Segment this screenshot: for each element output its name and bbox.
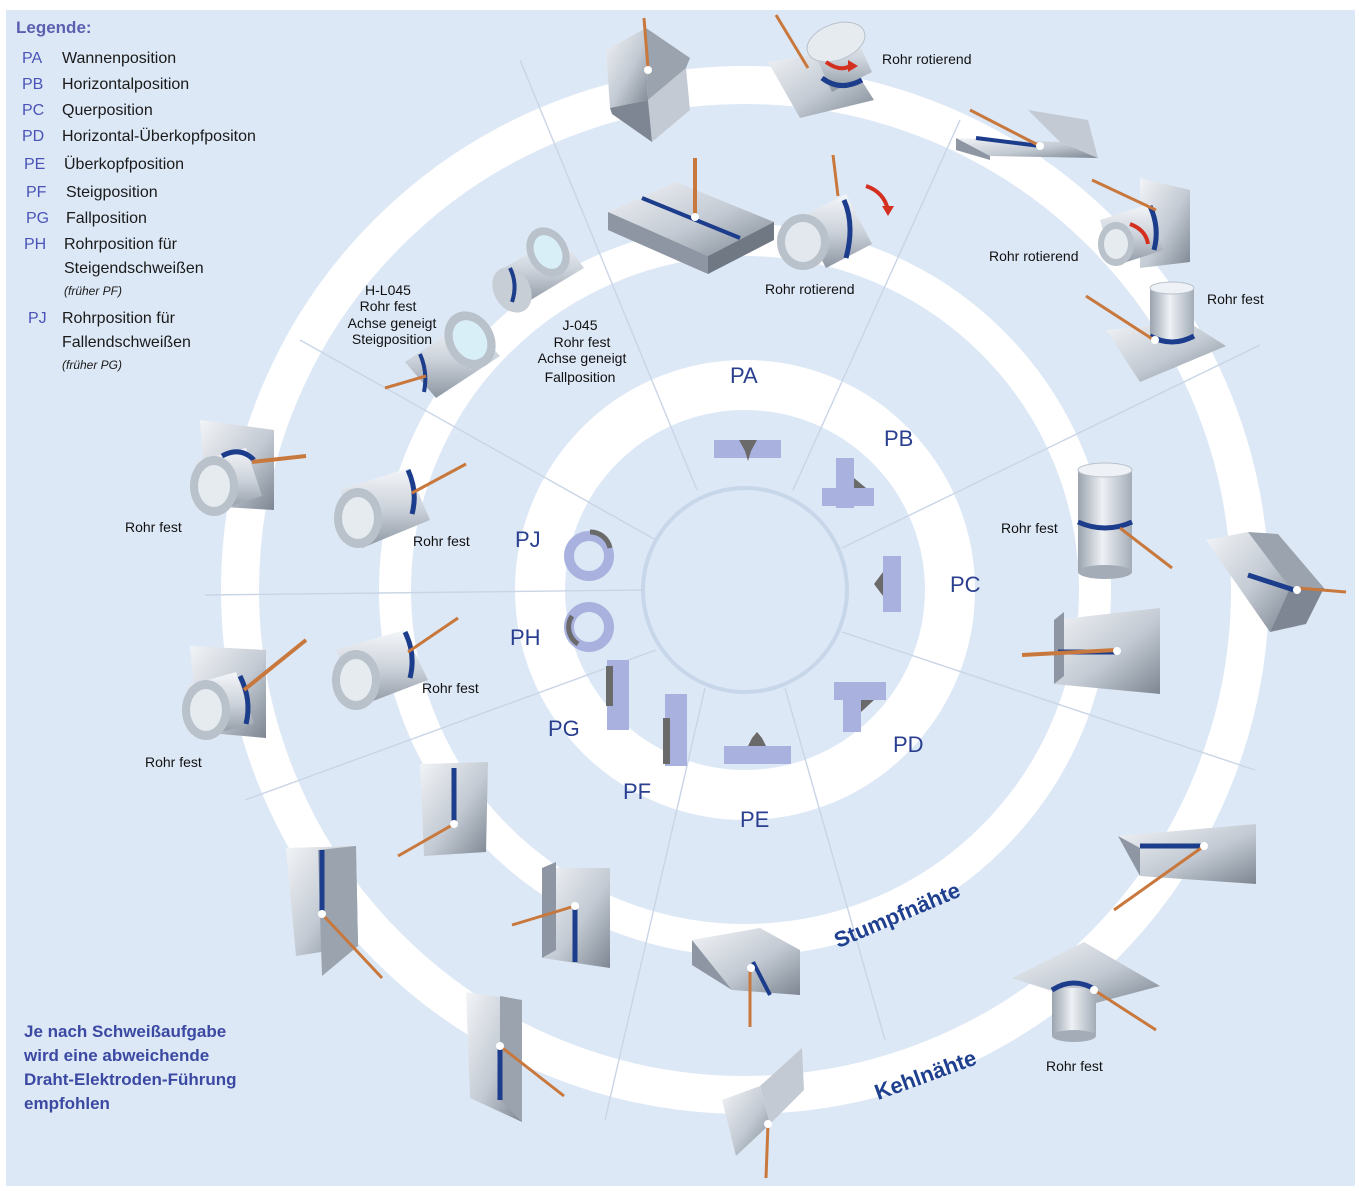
section-pc [874, 556, 901, 612]
electrode-guidance-note: Je nach Schweißaufgabe wird eine abweich… [24, 1020, 324, 1116]
legend-text-pg: Fallposition [66, 210, 147, 227]
inner-ring [515, 360, 975, 820]
illustration-pipe-rotating-middle [777, 154, 894, 270]
svg-text:Achse geneigt: Achse geneigt [538, 350, 627, 366]
caption-pipe-fixed-pb: Rohr fest [1207, 291, 1264, 307]
note-line: Je nach Schweißaufgabe [24, 1022, 227, 1041]
legend-text-pd: Horizontal-Überkopfpositon [62, 128, 256, 145]
illustration-butt-pe [692, 928, 800, 1027]
note-line: wird eine abweichende [24, 1046, 210, 1065]
legend-code-pd: PD [22, 128, 45, 145]
position-label-pe: PE [740, 807, 769, 832]
position-label-ph: PH [510, 625, 541, 650]
svg-text:Achse geneigt: Achse geneigt [348, 315, 437, 331]
caption-j-045: J-045 Rohr fest Achse geneigt Fallpositi… [538, 317, 627, 385]
illustration-pipe-fixed-pb [1085, 281, 1226, 382]
position-label-pg: PG [548, 716, 580, 741]
legend-note-pj: (früher PG) [62, 358, 123, 372]
legend-text-ph-line2: Steigendschweißen [64, 260, 204, 277]
caption-pipe-rotating-top: Rohr rotierend [882, 51, 972, 67]
caption-pipe-fixed-pc: Rohr fest [1001, 520, 1058, 536]
caption-pipe-fixed-ph-outer: Rohr fest [145, 754, 202, 770]
illustration-pipe-fixed-pj [334, 462, 467, 548]
position-label-pf: PF [623, 779, 651, 804]
position-label-pd: PD [893, 732, 924, 757]
note-line: empfohlen [24, 1094, 110, 1113]
legend-text-pc: Querposition [62, 102, 153, 119]
section-pe [724, 732, 791, 764]
section-pj [564, 529, 614, 581]
legend-text-pb: Horizontalposition [62, 76, 190, 93]
legend-text-pj-line2: Fallendschweißen [62, 334, 191, 351]
svg-text:Rohr fest: Rohr fest [554, 334, 611, 350]
caption-pipe-rotating-middle: Rohr rotierend [765, 281, 855, 297]
legend-note-ph: (früher PF) [64, 284, 123, 298]
svg-text:Fallposition: Fallposition [545, 369, 616, 385]
sector-dividers [204, 59, 1261, 1121]
caption-pipe-fixed-pj-outer: Rohr fest [125, 519, 182, 535]
note-line: Draht-Elektroden-Führung [24, 1070, 237, 1089]
position-label-pb: PB [884, 426, 913, 451]
illustration-butt-pa [608, 158, 774, 274]
svg-text:H-L045: H-L045 [365, 282, 411, 298]
section-pf [663, 694, 687, 766]
legend-text-pj: Rohrposition für [62, 310, 175, 327]
illustration-fillet-pa [606, 17, 690, 142]
illustration-pipe-fixed-pj-outer [190, 420, 307, 516]
illustration-butt-pf [511, 862, 610, 968]
illustration-butt-pc [1021, 608, 1160, 694]
caption-pipe-fixed-pj: Rohr fest [413, 533, 470, 549]
legend-code-pc: PC [22, 102, 45, 119]
center-disc [641, 486, 849, 694]
caption-pipe-fixed-pd: Rohr fest [1046, 1058, 1103, 1074]
caption-pipe-fixed-ph: Rohr fest [422, 680, 479, 696]
illustration-fillet-pb [956, 108, 1098, 160]
section-pd [834, 682, 886, 732]
illustration-pipe-h-l045 [384, 227, 584, 398]
illustration-pipe-rotating-top [768, 14, 874, 118]
legend-code-pa: PA [22, 50, 43, 67]
legend-text-pa: Wannenposition [62, 50, 177, 67]
legend-text-ph: Rohrposition für [64, 236, 177, 253]
illustration-pipe-fixed-ph [332, 616, 459, 710]
svg-text:Rohr fest: Rohr fest [360, 298, 417, 314]
illustration-pipe-fixed-pd [1012, 942, 1160, 1042]
illustration-pipe-rotating-wall [1091, 178, 1190, 268]
illustration-fillet-pd [1113, 824, 1256, 912]
legend-code-pb: PB [22, 76, 44, 93]
legend-code-pe: PE [24, 156, 46, 173]
illustration-fillet-pe [722, 1048, 804, 1179]
section-pb [822, 458, 874, 508]
legend-text-pf: Steigposition [66, 184, 158, 201]
illustration-fillet-pf-bottom [466, 992, 565, 1122]
illustration-fillet-pc [1206, 532, 1347, 632]
caption-pipe-rotating-wall: Rohr rotierend [989, 248, 1079, 264]
section-pg [606, 660, 629, 730]
legend-text-pe: Überkopfposition [64, 156, 185, 173]
svg-text:J-045: J-045 [562, 317, 597, 333]
legend-code-pg: PG [26, 210, 50, 227]
legend-code-ph: PH [24, 236, 47, 253]
illustration-fillet-pf-outer [397, 762, 488, 858]
position-label-pc: PC [950, 572, 981, 597]
section-ph [564, 602, 614, 652]
legend-title: Legende: [16, 18, 92, 37]
legend-code-pf: PF [26, 184, 47, 201]
legend-code-pj: PJ [28, 310, 47, 327]
illustration-pipe-fixed-pc [1076, 462, 1173, 579]
illustration-fillet-pg [286, 846, 384, 980]
position-label-pj: PJ [515, 527, 541, 552]
position-label-pa: PA [730, 363, 758, 388]
caption-h-l045: H-L045 Rohr fest Achse geneigt Steigposi… [348, 282, 437, 347]
svg-text:Steigposition: Steigposition [352, 331, 432, 347]
section-pa [714, 440, 781, 461]
illustration-pipe-fixed-ph-outer [182, 638, 308, 740]
